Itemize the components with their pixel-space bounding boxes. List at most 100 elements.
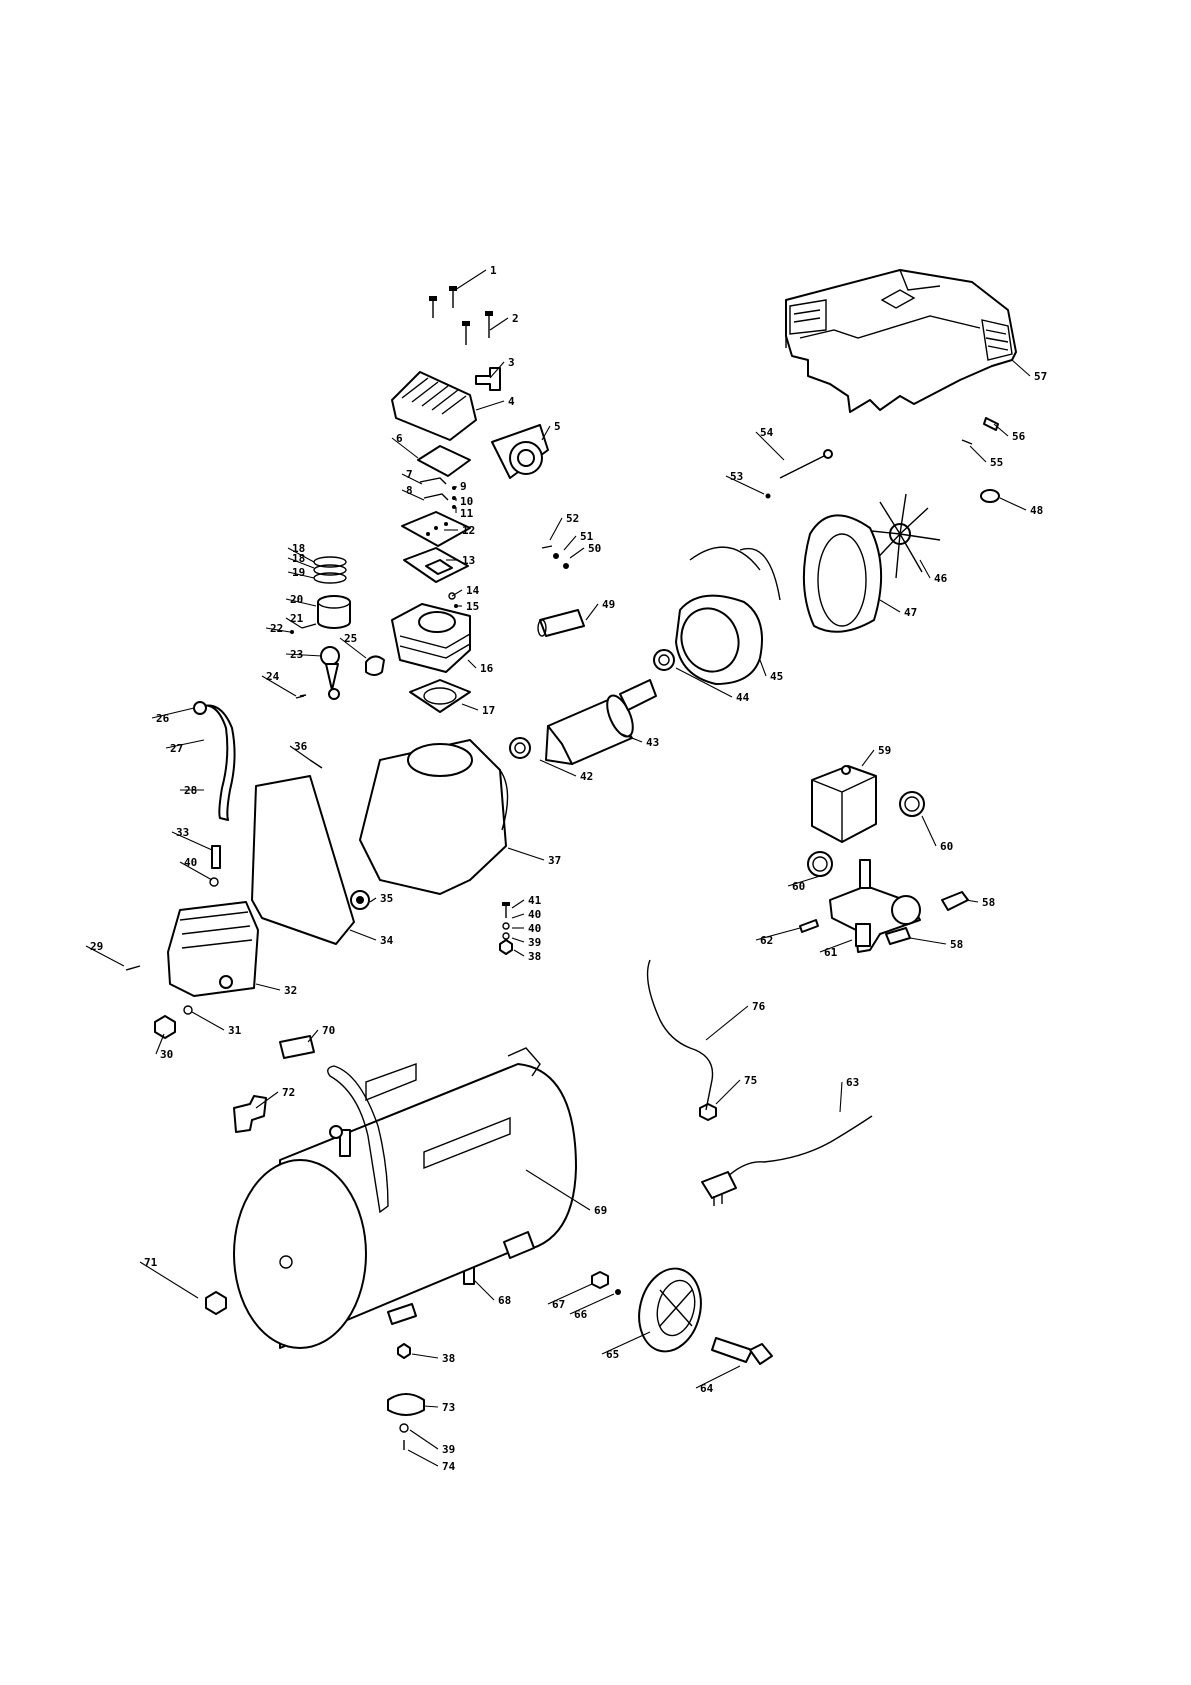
leader-line-50: [570, 548, 584, 558]
pressure-gauge: [900, 792, 924, 816]
part-label-69: 69: [594, 1204, 607, 1217]
leader-line-40: [512, 914, 524, 918]
pressure-gauge-2: [808, 852, 832, 876]
leader-line-38: [514, 950, 524, 956]
part-label-58: 58: [982, 896, 995, 909]
oil-breather: [212, 846, 220, 868]
part-label-65: 65: [606, 1348, 619, 1361]
leader-line-55: [970, 446, 986, 462]
leader-line-60: [922, 816, 936, 846]
part-label-54: 54: [760, 426, 774, 439]
leader-line-63: [840, 1082, 842, 1112]
leader-line-58: [910, 938, 946, 944]
leader-line-37: [508, 848, 544, 860]
leader-line-52: [550, 518, 562, 540]
part-label-4: 4: [508, 395, 515, 408]
part-label-41: 41: [528, 894, 542, 907]
part-label-5: 5: [554, 420, 561, 433]
quick-coupling: [800, 920, 818, 932]
leader-line-47: [880, 600, 900, 612]
leader-line-48: [1000, 498, 1026, 510]
bearing-front: [510, 738, 530, 758]
part-label-2: 2: [512, 312, 519, 325]
foot-washer: [400, 1424, 408, 1432]
part-label-47: 47: [904, 606, 917, 619]
cover-screw: [126, 966, 140, 970]
leader-line-38: [412, 1354, 438, 1358]
foot-nut: [398, 1344, 410, 1358]
reed-valves: [420, 478, 456, 509]
pressure-switch: [812, 766, 876, 842]
wheel-washer: [615, 1289, 621, 1295]
part-label-50: 50: [588, 542, 601, 555]
connecting-rod: [321, 647, 339, 699]
tank-nipple: [280, 1036, 314, 1058]
part-label-40: 40: [528, 908, 541, 921]
part-label-66: 66: [574, 1308, 588, 1321]
power-cord: [702, 1116, 872, 1206]
part-label-21: 21: [290, 612, 304, 625]
tie-bolt: [780, 450, 832, 478]
piston-pin: [302, 624, 316, 628]
part-label-71: 71: [144, 1256, 158, 1269]
leader-line-1: [455, 270, 486, 290]
valve-cover: [492, 425, 548, 478]
part-label-31: 31: [228, 1024, 242, 1037]
part-label-14: 14: [466, 584, 480, 597]
valve-gasket: [404, 548, 468, 582]
leader-line-51: [564, 536, 576, 550]
bearing-rear: [654, 650, 674, 670]
part-label-39: 39: [528, 936, 541, 949]
part-label-23: 23: [290, 648, 303, 661]
part-label-58: 58: [950, 938, 963, 951]
leader-line-73: [424, 1406, 438, 1407]
rod-screw: [296, 695, 306, 698]
part-label-25: 25: [344, 632, 357, 645]
leader-line-59: [862, 750, 874, 766]
part-label-6: 6: [396, 432, 403, 445]
leader-line-57: [1012, 360, 1030, 376]
part-label-36: 36: [294, 740, 308, 753]
safety-valve: [942, 892, 968, 910]
leader-line-41: [512, 900, 524, 908]
wheel-nut: [592, 1272, 608, 1288]
part-label-15: 15: [466, 600, 479, 613]
shroud-screw-2: [984, 418, 998, 430]
part-label-57: 57: [1034, 370, 1047, 383]
part-label-35: 35: [380, 892, 393, 905]
part-label-45: 45: [770, 670, 783, 683]
part-label-42: 42: [580, 770, 593, 783]
part-label-68: 68: [498, 1294, 511, 1307]
leader-line-35: [370, 898, 376, 902]
part-label-67: 67: [552, 1298, 565, 1311]
pressure-tube: [648, 960, 713, 1110]
cylinder-head: [392, 372, 476, 440]
part-label-39: 39: [442, 1443, 455, 1456]
part-label-37: 37: [548, 854, 561, 867]
leader-line-76: [706, 1006, 748, 1040]
wheel-axle-bolt: [712, 1338, 772, 1364]
part-label-55: 55: [990, 456, 1003, 469]
oil-drain-plug: [155, 1016, 175, 1038]
part-label-72: 72: [282, 1086, 295, 1099]
part-label-16: 16: [480, 662, 494, 675]
part-label-12: 12: [462, 524, 475, 537]
part-label-74: 74: [442, 1460, 456, 1473]
housing-cover: [786, 270, 1016, 412]
shaft-seal: [351, 891, 369, 909]
leader-line-16: [468, 660, 476, 668]
part-label-60: 60: [940, 840, 953, 853]
part-label-38: 38: [528, 950, 541, 963]
part-label-48: 48: [1030, 504, 1043, 517]
part-label-30: 30: [160, 1048, 173, 1061]
wheel: [631, 1262, 710, 1358]
rubber-foot: [388, 1394, 424, 1415]
part-label-18: 18: [292, 552, 305, 565]
part-label-64: 64: [700, 1382, 714, 1395]
shroud-screw: [962, 440, 972, 444]
leader-line-31: [192, 1012, 224, 1030]
part-label-76: 76: [752, 1000, 766, 1013]
part-label-70: 70: [322, 1024, 335, 1037]
part-label-33: 33: [176, 826, 189, 839]
fasteners-group: [500, 902, 512, 954]
